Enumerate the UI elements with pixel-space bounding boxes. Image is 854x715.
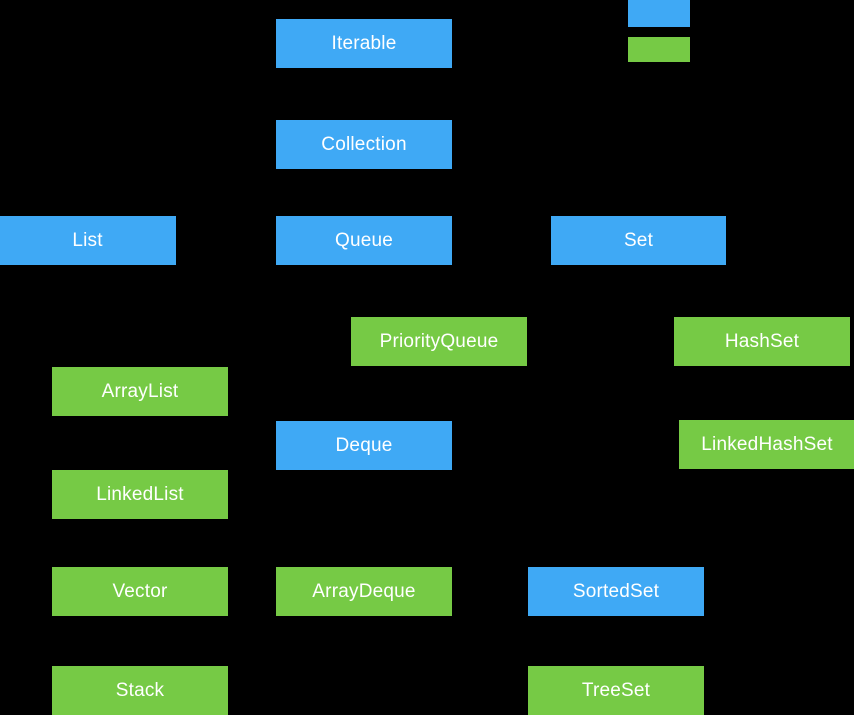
node-label-arraydeque: ArrayDeque bbox=[312, 581, 416, 602]
node-collection[interactable]: Collection bbox=[276, 120, 452, 169]
node-queue[interactable]: Queue bbox=[276, 216, 452, 265]
node-label-priorityqueue: PriorityQueue bbox=[379, 331, 499, 352]
node-linkedlist[interactable]: LinkedList bbox=[52, 470, 228, 519]
node-label-treeset: TreeSet bbox=[581, 680, 651, 701]
node-linkedhashset[interactable]: LinkedHashSet bbox=[679, 420, 854, 469]
legend-swatch-interface bbox=[628, 0, 690, 27]
node-sortedset[interactable]: SortedSet bbox=[528, 567, 704, 616]
node-label-arraylist: ArrayList bbox=[101, 381, 179, 402]
node-list[interactable]: List bbox=[0, 216, 176, 265]
legend-swatch-class bbox=[628, 37, 690, 62]
node-stack[interactable]: Stack bbox=[52, 666, 228, 715]
node-deque[interactable]: Deque bbox=[276, 421, 452, 470]
node-arraydeque[interactable]: ArrayDeque bbox=[276, 567, 452, 616]
node-label-queue: Queue bbox=[334, 230, 394, 251]
node-label-deque: Deque bbox=[335, 435, 393, 456]
node-vector[interactable]: Vector bbox=[52, 567, 228, 616]
node-label-stack: Stack bbox=[115, 680, 165, 701]
node-treeset[interactable]: TreeSet bbox=[528, 666, 704, 715]
node-priorityqueue[interactable]: PriorityQueue bbox=[351, 317, 527, 366]
node-set[interactable]: Set bbox=[551, 216, 726, 265]
node-hashset[interactable]: HashSet bbox=[674, 317, 850, 366]
node-label-iterable: Iterable bbox=[331, 33, 397, 54]
node-arraylist[interactable]: ArrayList bbox=[52, 367, 228, 416]
node-label-vector: Vector bbox=[112, 581, 168, 602]
node-label-linkedhashset: LinkedHashSet bbox=[701, 434, 833, 455]
node-label-hashset: HashSet bbox=[724, 331, 800, 352]
node-label-sortedset: SortedSet bbox=[572, 581, 660, 602]
node-label-collection: Collection bbox=[321, 134, 407, 155]
node-label-linkedlist: LinkedList bbox=[96, 484, 184, 505]
node-label-list: List bbox=[72, 230, 103, 251]
node-label-set: Set bbox=[623, 230, 654, 251]
node-iterable[interactable]: Iterable bbox=[276, 19, 452, 68]
